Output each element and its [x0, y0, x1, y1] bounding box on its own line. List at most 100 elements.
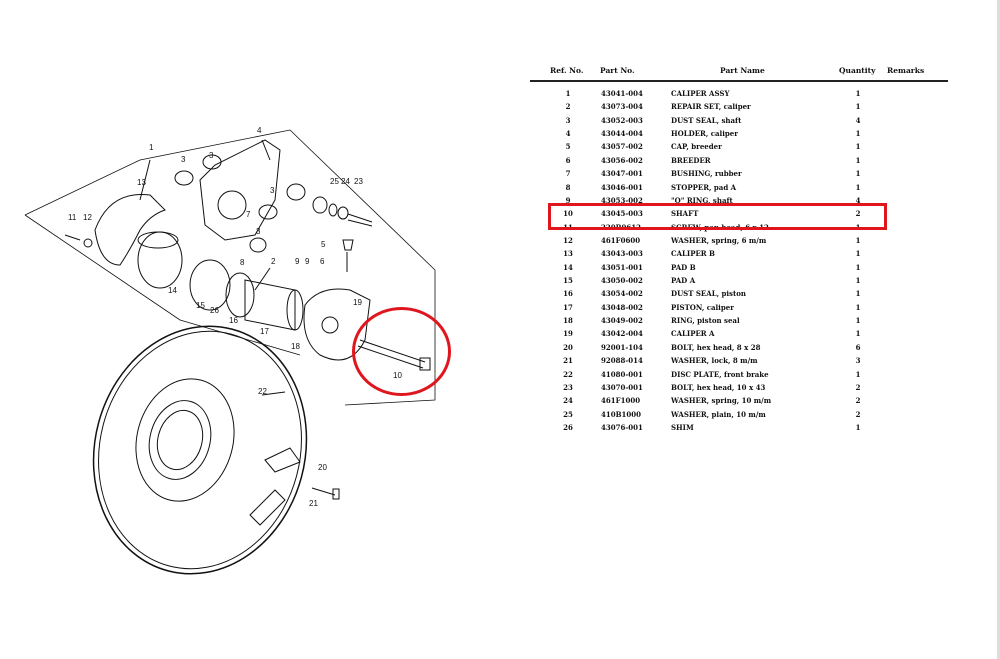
- callout-5: 5: [321, 240, 326, 249]
- part-name: STOPPER, pad A: [671, 182, 737, 192]
- callout-23: 23: [354, 177, 363, 186]
- highlight-box-row-10: [548, 203, 887, 230]
- ref-no: 20: [563, 342, 573, 352]
- callout-13: 13: [137, 178, 146, 187]
- callout-20: 20: [318, 463, 327, 472]
- part-no: 43053-002: [601, 195, 643, 205]
- ref-no: 15: [563, 276, 573, 286]
- part-no: 43073-004: [601, 102, 643, 112]
- ref-no: 19: [563, 329, 573, 339]
- quantity: 2: [855, 209, 861, 219]
- ref-no: 17: [563, 302, 573, 312]
- ref-no: 3: [565, 115, 571, 125]
- ref-no: 14: [563, 262, 573, 272]
- part-name: HOLDER, caliper: [671, 129, 738, 139]
- quantity: 1: [855, 102, 861, 112]
- ref-no: 7: [565, 169, 571, 179]
- callout-3c: 3: [270, 186, 275, 195]
- quantity: 1: [855, 129, 861, 139]
- part-no: 461F1000: [601, 396, 641, 406]
- ref-no: 18: [563, 316, 573, 326]
- ref-no: 1: [565, 89, 571, 98]
- part-name: DISC PLATE, front brake: [671, 369, 769, 379]
- quantity: 1: [855, 142, 861, 152]
- quantity: 3: [855, 356, 861, 366]
- part-no: 43049-002: [601, 316, 643, 326]
- part-no: 43070-001: [601, 382, 643, 392]
- quantity: 2: [855, 382, 861, 392]
- part-name: BOLT, hex head, 8 x 28: [671, 342, 761, 352]
- part-name: RING, piston seal: [671, 316, 740, 326]
- quantity: 1: [855, 262, 861, 272]
- quantity: 1: [855, 169, 861, 179]
- page-edge: [997, 0, 1000, 659]
- part-no: 43045-003: [601, 209, 643, 219]
- part-no: 43051-001: [601, 262, 643, 272]
- part-name: WASHER, spring, 10 m/m: [671, 396, 772, 406]
- part-name: CALIPER B: [671, 249, 715, 259]
- callout-9a: 9: [295, 257, 300, 266]
- part-name: SHIM: [671, 423, 694, 432]
- part-no: 41080-001: [601, 369, 643, 379]
- callout-9b: 9: [305, 257, 310, 266]
- quantity: 6: [855, 342, 861, 352]
- quantity: 1: [855, 289, 861, 299]
- header-part-name: Part Name: [720, 66, 765, 75]
- part-no: 43046-001: [601, 182, 643, 192]
- header-part-no: Part No.: [600, 66, 635, 75]
- part-name: CALIPER ASSY: [671, 89, 730, 98]
- part-name: BOLT, hex head, 10 x 43: [671, 382, 766, 392]
- quantity: 1: [855, 249, 861, 259]
- callout-3b: 3: [209, 151, 214, 160]
- part-no: 43056-002: [601, 155, 643, 165]
- header-remarks: Remarks: [887, 66, 925, 75]
- ref-no: 22: [563, 369, 573, 379]
- callout-24: 24: [341, 177, 350, 186]
- part-name: BREEDER: [671, 155, 711, 165]
- part-name: REPAIR SET, caliper: [671, 102, 751, 112]
- quantity: 1: [855, 89, 861, 98]
- table-row: 2 43073-004 REPAIR SET, caliper 1: [530, 102, 950, 115]
- part-no: 461F0600: [601, 235, 641, 245]
- ref-no: 6: [565, 155, 571, 165]
- quantity: 1: [855, 155, 861, 165]
- ref-no: 23: [563, 382, 573, 392]
- callout-labels: 1 2 3 3 3 3 4 5 6 7 8 9 9 10 11 12 13 14…: [68, 126, 402, 508]
- callout-6: 6: [320, 257, 325, 266]
- callout-15: 15: [196, 301, 205, 310]
- part-no: 43044-004: [601, 129, 643, 139]
- part-no: 43048-002: [601, 302, 643, 312]
- part-name: DUST SEAL, shaft: [671, 115, 742, 125]
- callout-17: 17: [260, 327, 269, 336]
- highlight-circle-shaft: [352, 307, 451, 396]
- part-name: PAD B: [671, 262, 696, 272]
- exploded-parts-diagram: 1 2 3 3 3 3 4 5 6 7 8 9 9 10 11 12 13 14…: [24, 126, 436, 575]
- ref-no: 24: [563, 396, 573, 406]
- part-name: PISTON, caliper: [671, 302, 734, 312]
- callout-19: 19: [353, 298, 362, 307]
- part-name: CAP, breeder: [671, 142, 722, 152]
- quantity: 1: [855, 329, 861, 339]
- ref-no: 25: [563, 409, 573, 419]
- quantity: 2: [855, 409, 861, 419]
- part-name: BUSHING, rubber: [671, 169, 742, 179]
- ref-no: 2: [565, 102, 571, 112]
- quantity: 4: [855, 115, 861, 125]
- part-no: 43042-004: [601, 329, 643, 339]
- callout-4: 4: [257, 126, 262, 135]
- part-no: 43054-002: [601, 289, 643, 299]
- quantity: 1: [855, 182, 861, 192]
